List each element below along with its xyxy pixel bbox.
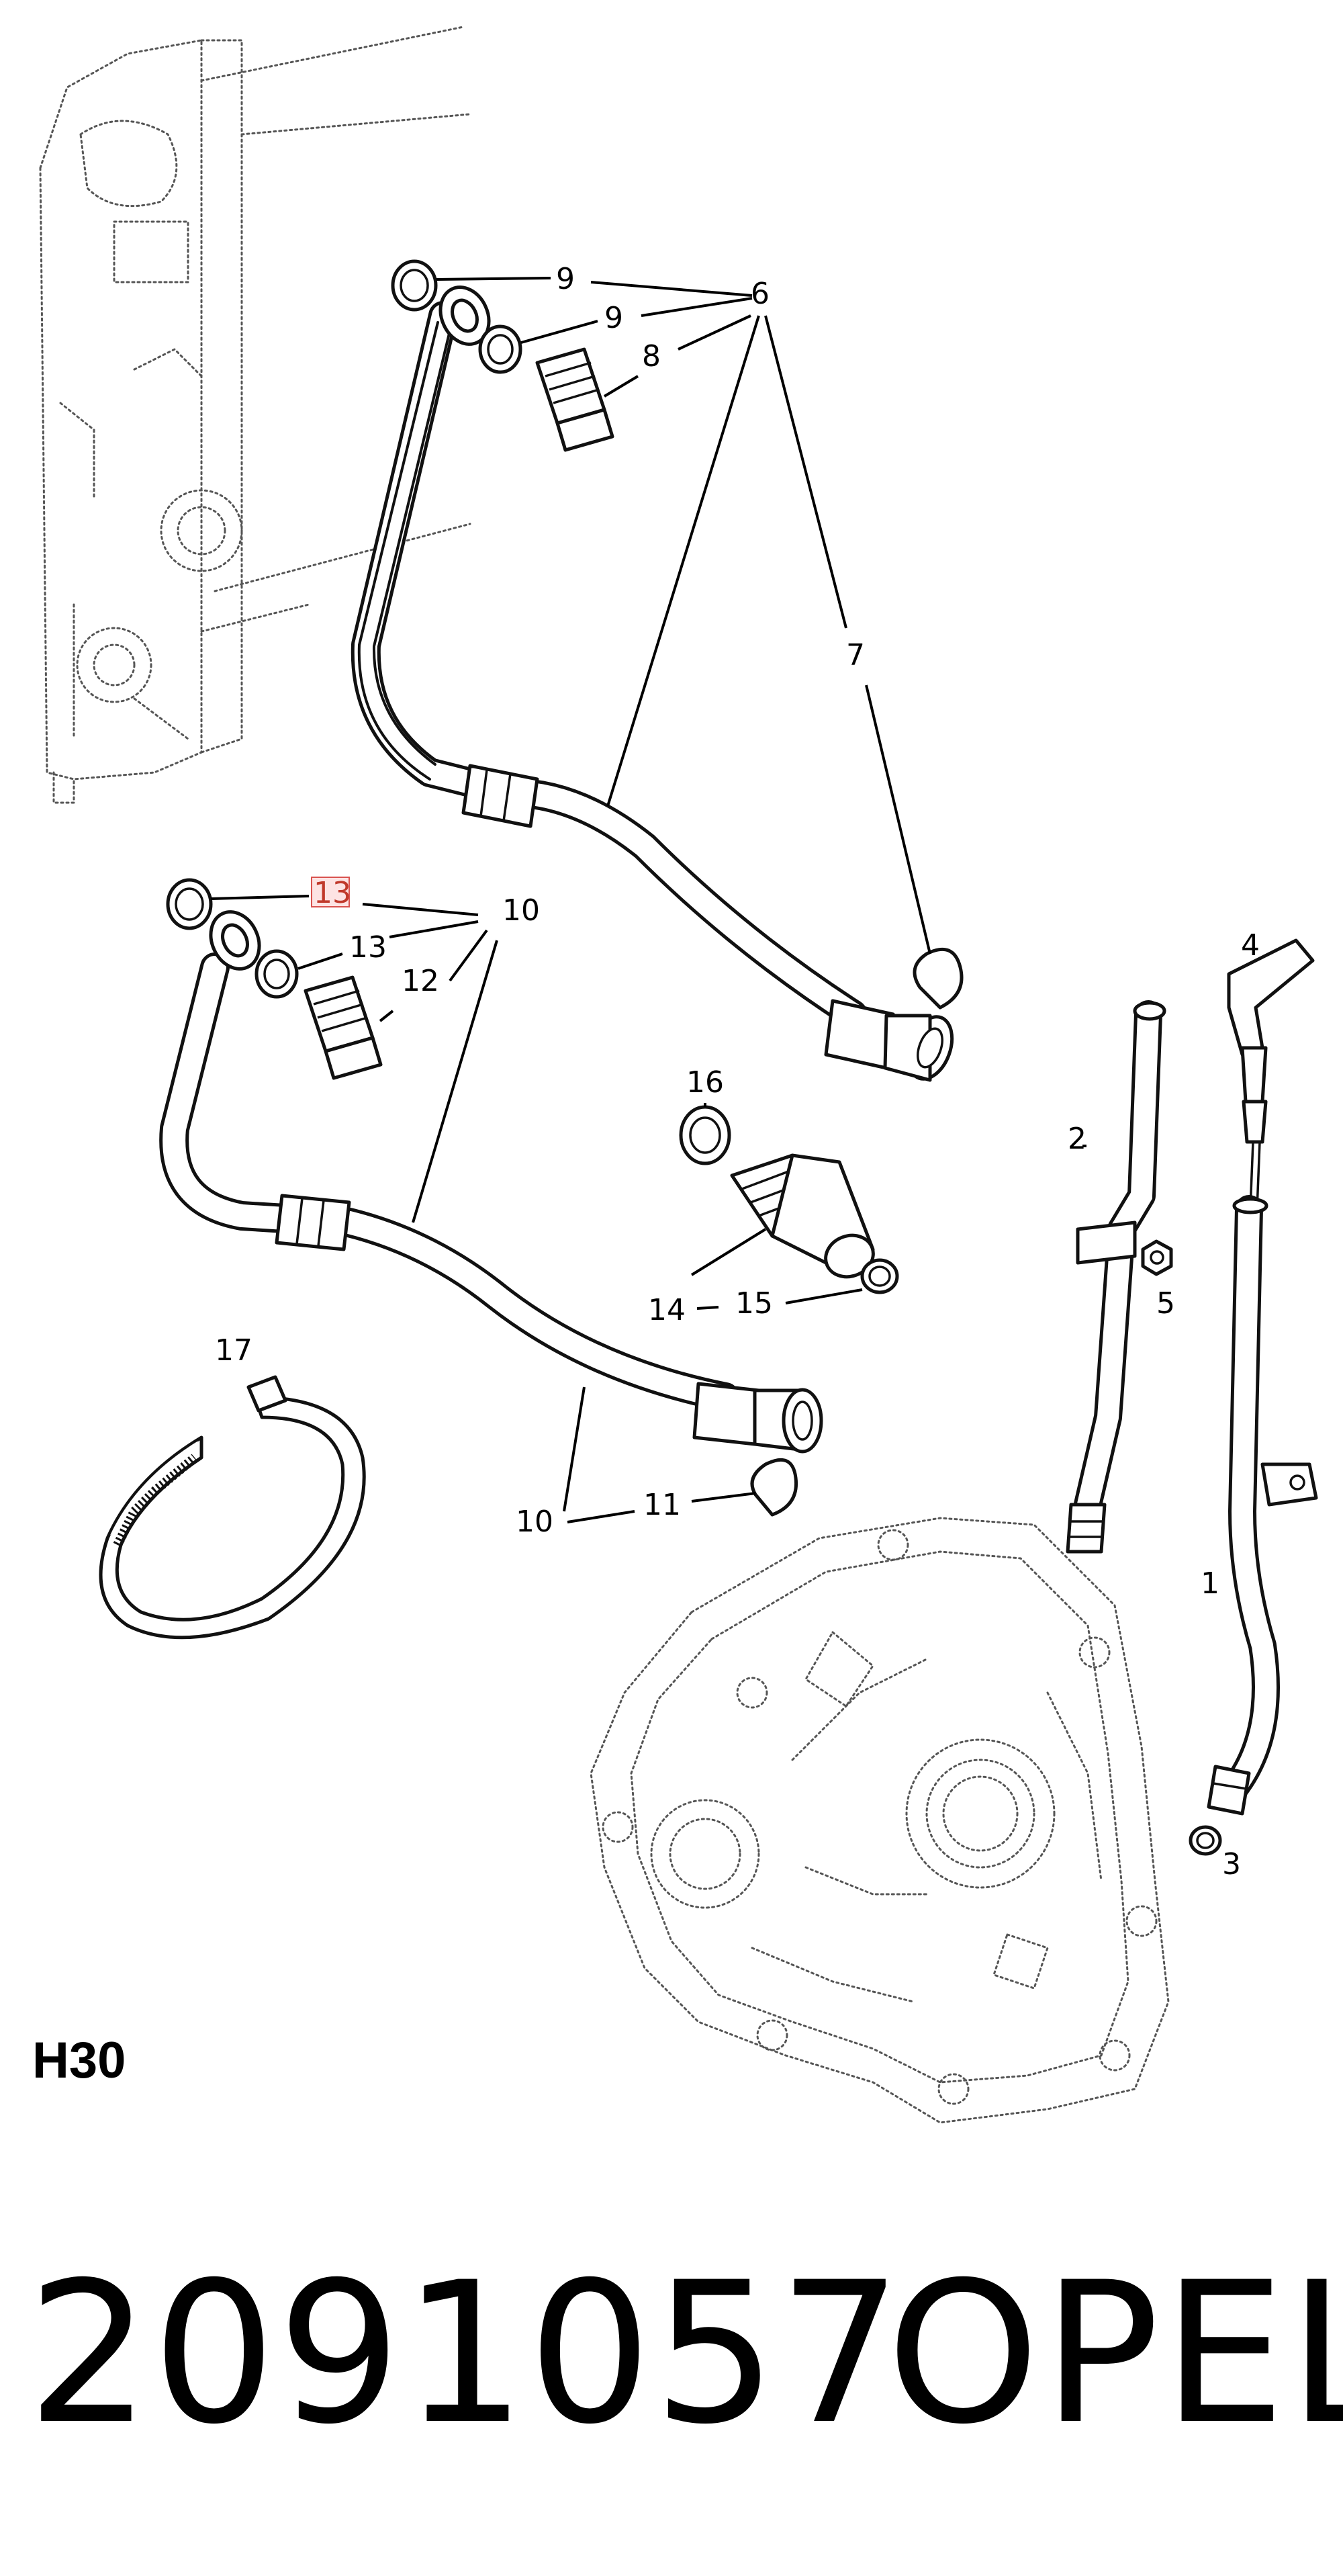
callout-2: 2 xyxy=(1068,1122,1086,1156)
brand-name: OPEL xyxy=(886,2241,1343,2467)
callout-13: 13 xyxy=(349,930,387,965)
part-number: 2091057 xyxy=(27,2241,904,2467)
callout-labels: 9 9 6 8 7 13 10 13 12 4 16 2 5 14 15 17 … xyxy=(215,262,1260,1881)
callout-5: 5 xyxy=(1156,1286,1175,1321)
upper-washers xyxy=(391,259,522,374)
guide-tube xyxy=(1207,1195,1318,1816)
callout-3: 3 xyxy=(1222,1847,1241,1881)
dipstick xyxy=(1227,938,1315,1210)
callout-14: 14 xyxy=(648,1293,686,1327)
lower-banjo-bolt xyxy=(304,975,383,1080)
callout-13-highlight-box xyxy=(311,877,350,907)
filter-strap xyxy=(99,1375,366,1640)
hex-nut xyxy=(1141,1239,1173,1276)
callout-10: 10 xyxy=(516,1505,553,1539)
callout-10: 10 xyxy=(502,893,540,928)
callout-17: 17 xyxy=(215,1333,252,1368)
callout-1: 1 xyxy=(1201,1566,1219,1601)
lower-oil-line xyxy=(159,910,823,1454)
radiator-outline xyxy=(39,26,471,804)
lower-washers xyxy=(166,878,299,999)
dipstick-tube xyxy=(1066,1000,1166,1554)
callout-8: 8 xyxy=(642,339,661,373)
upper-clip xyxy=(913,947,964,1010)
transmission-housing xyxy=(590,1517,1170,2124)
callout-13-highlighted: 13 xyxy=(314,876,351,910)
callout-6: 6 xyxy=(751,277,770,311)
lower-clip xyxy=(750,1458,798,1517)
callout-4: 4 xyxy=(1241,928,1260,963)
variant-label: H30 xyxy=(32,2032,126,2089)
union-adapter xyxy=(679,1105,899,1294)
callout-12: 12 xyxy=(402,964,439,998)
callout-15: 15 xyxy=(735,1286,773,1321)
upper-banjo-bolt xyxy=(535,347,614,452)
callout-7: 7 xyxy=(846,638,865,672)
o-ring xyxy=(1189,1825,1222,1856)
callout-11: 11 xyxy=(643,1488,681,1522)
callout-16: 16 xyxy=(686,1065,724,1100)
callout-9: 9 xyxy=(604,301,623,335)
leader-lines xyxy=(210,277,1086,1523)
callout-9: 9 xyxy=(556,262,575,296)
upper-oil-line xyxy=(351,285,954,1082)
